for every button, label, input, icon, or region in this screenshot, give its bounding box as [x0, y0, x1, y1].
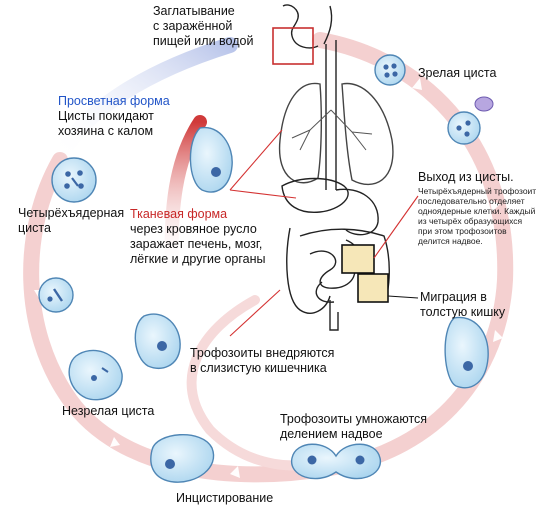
human-body-schematic: [272, 4, 394, 331]
excystation-desc-line5: при этом трофозоитов: [418, 226, 507, 236]
label-ingestion: Заглатывание с заражённой пищей или водо…: [153, 4, 253, 49]
tissue-desc-line1: через кровяное русло: [130, 222, 257, 236]
cell-round-cyst: [38, 277, 74, 313]
cell-immature-cyst: [68, 349, 123, 401]
migration-line1: Миграция в: [420, 290, 487, 304]
cell-mature-cyst: [374, 54, 406, 86]
invade-line1: Трофозоиты внедряются: [190, 346, 335, 360]
pointer-lines: [229, 129, 419, 337]
label-mature-cyst: Зрелая циста: [418, 66, 497, 80]
excystation-desc-line4: из четырёх образующихся: [418, 216, 523, 226]
label-ingestion-line2: с заражённой: [153, 19, 233, 33]
excystation-desc-line1: Четырёхъядерный трофозоит: [418, 186, 537, 196]
label-migration: Миграция в толстую кишку: [420, 290, 505, 320]
label-ingestion-line1: Заглатывание: [153, 4, 235, 18]
label-immature-cyst: Незрелая циста: [62, 404, 155, 418]
four-nucleus-line1: Четырёхъядерная: [18, 206, 125, 220]
lumen-title: Просветная форма: [58, 94, 170, 108]
excystation-desc-line3: одноядерные клетки. Каждый: [418, 206, 536, 216]
label-tissue-form: Тканевая форма через кровяное русло зара…: [130, 207, 266, 267]
migration-line2: толстую кишку: [420, 305, 506, 319]
cell-migration-trophozoite: [444, 316, 489, 389]
label-multiply: Трофозоиты умножаются делением надвое: [280, 412, 427, 442]
four-nucleus-line2: циста: [18, 221, 51, 235]
label-lumen-form: Просветная форма Цисты покидают хозяина …: [58, 94, 170, 139]
tissue-title: Тканевая форма: [130, 207, 228, 221]
label-ingestion-line3: пищей или водой: [153, 34, 254, 48]
label-excystation-title: Выход из цисты.: [418, 170, 514, 184]
invade-line2: в слизистую кишечника: [190, 361, 327, 375]
cell-tissue-trophozoite: [189, 126, 233, 193]
multiply-line2: делением надвое: [280, 427, 383, 441]
cell-binary-fission: [291, 443, 381, 480]
label-encystation: Инцистирование: [176, 491, 274, 505]
multiply-line1: Трофозоиты умножаются: [280, 412, 428, 426]
lumen-desc-line2: хозяина с калом: [58, 124, 154, 138]
tissue-desc-line2: заражает печень, мозг,: [130, 237, 263, 251]
cell-excystation: [447, 96, 494, 145]
lumen-desc-line1: Цисты покидают: [58, 109, 154, 123]
label-invade: Трофозоиты внедряются в слизистую кишечн…: [190, 346, 334, 376]
tissue-route-arrow: [164, 115, 207, 277]
label-excystation-desc: Четырёхъядерный трофозоит последовательн…: [418, 186, 536, 246]
excystation-desc-line2: последовательно отделяет: [418, 196, 525, 206]
cell-four-nucleus-cyst: [51, 157, 97, 203]
excystation-desc-line6: делится надвое.: [418, 236, 483, 246]
label-four-nucleus-cyst: Четырёхъядерная циста: [18, 206, 124, 236]
cell-invading-trophozoite: [134, 313, 181, 369]
tissue-desc-line3: лёгкие и другие органы: [130, 252, 266, 266]
cell-encystation: [150, 434, 215, 483]
